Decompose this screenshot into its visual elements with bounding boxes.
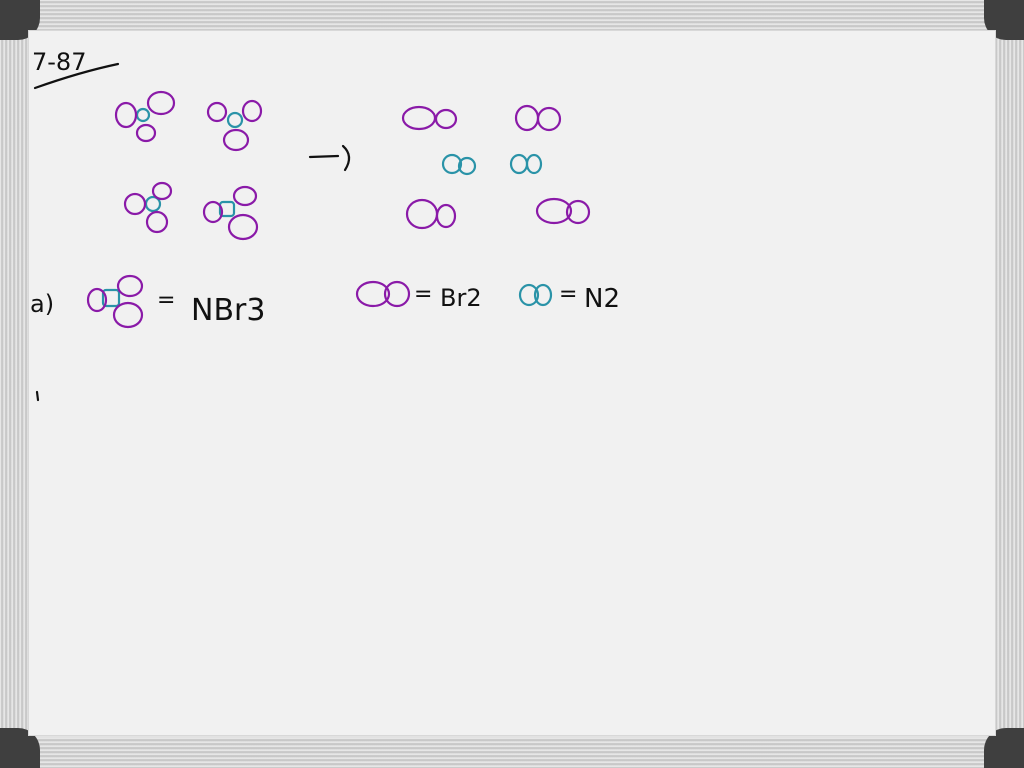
key-br2-molecule	[355, 280, 411, 308]
frame-rail-left	[0, 0, 30, 768]
reactant-nbr3-1	[114, 90, 176, 143]
product-br2-1	[401, 105, 458, 131]
reaction-arrow	[308, 144, 351, 172]
formula-n2: N2	[584, 284, 620, 314]
equals-br2: =	[414, 282, 432, 307]
key-n2-molecule	[518, 283, 553, 307]
product-br2-2	[514, 104, 562, 132]
reactant-nbr3-2	[206, 99, 263, 152]
equals-n2: =	[559, 282, 577, 307]
reactant-nbr3-4	[202, 185, 259, 241]
key-nbr3-molecule	[86, 274, 144, 329]
product-br2-4	[535, 197, 591, 225]
reactant-nbr3-3	[123, 181, 173, 234]
problem-number: 7-87	[32, 48, 86, 76]
equals-nbr3: =	[157, 288, 175, 313]
stray-pen-mark	[35, 390, 40, 402]
part-a-label: a)	[30, 290, 54, 318]
problem-underline	[33, 62, 120, 90]
frame-rail-bottom	[0, 738, 1024, 768]
formula-br2: Br2	[440, 284, 482, 312]
product-br2-3	[405, 198, 457, 230]
whiteboard-surface[interactable]	[28, 30, 996, 736]
product-n2-2	[509, 153, 543, 175]
frame-rail-top	[0, 0, 1024, 30]
formula-nbr3: NBr3	[191, 293, 265, 328]
product-n2-1	[441, 153, 477, 176]
frame-rail-right	[994, 0, 1024, 768]
